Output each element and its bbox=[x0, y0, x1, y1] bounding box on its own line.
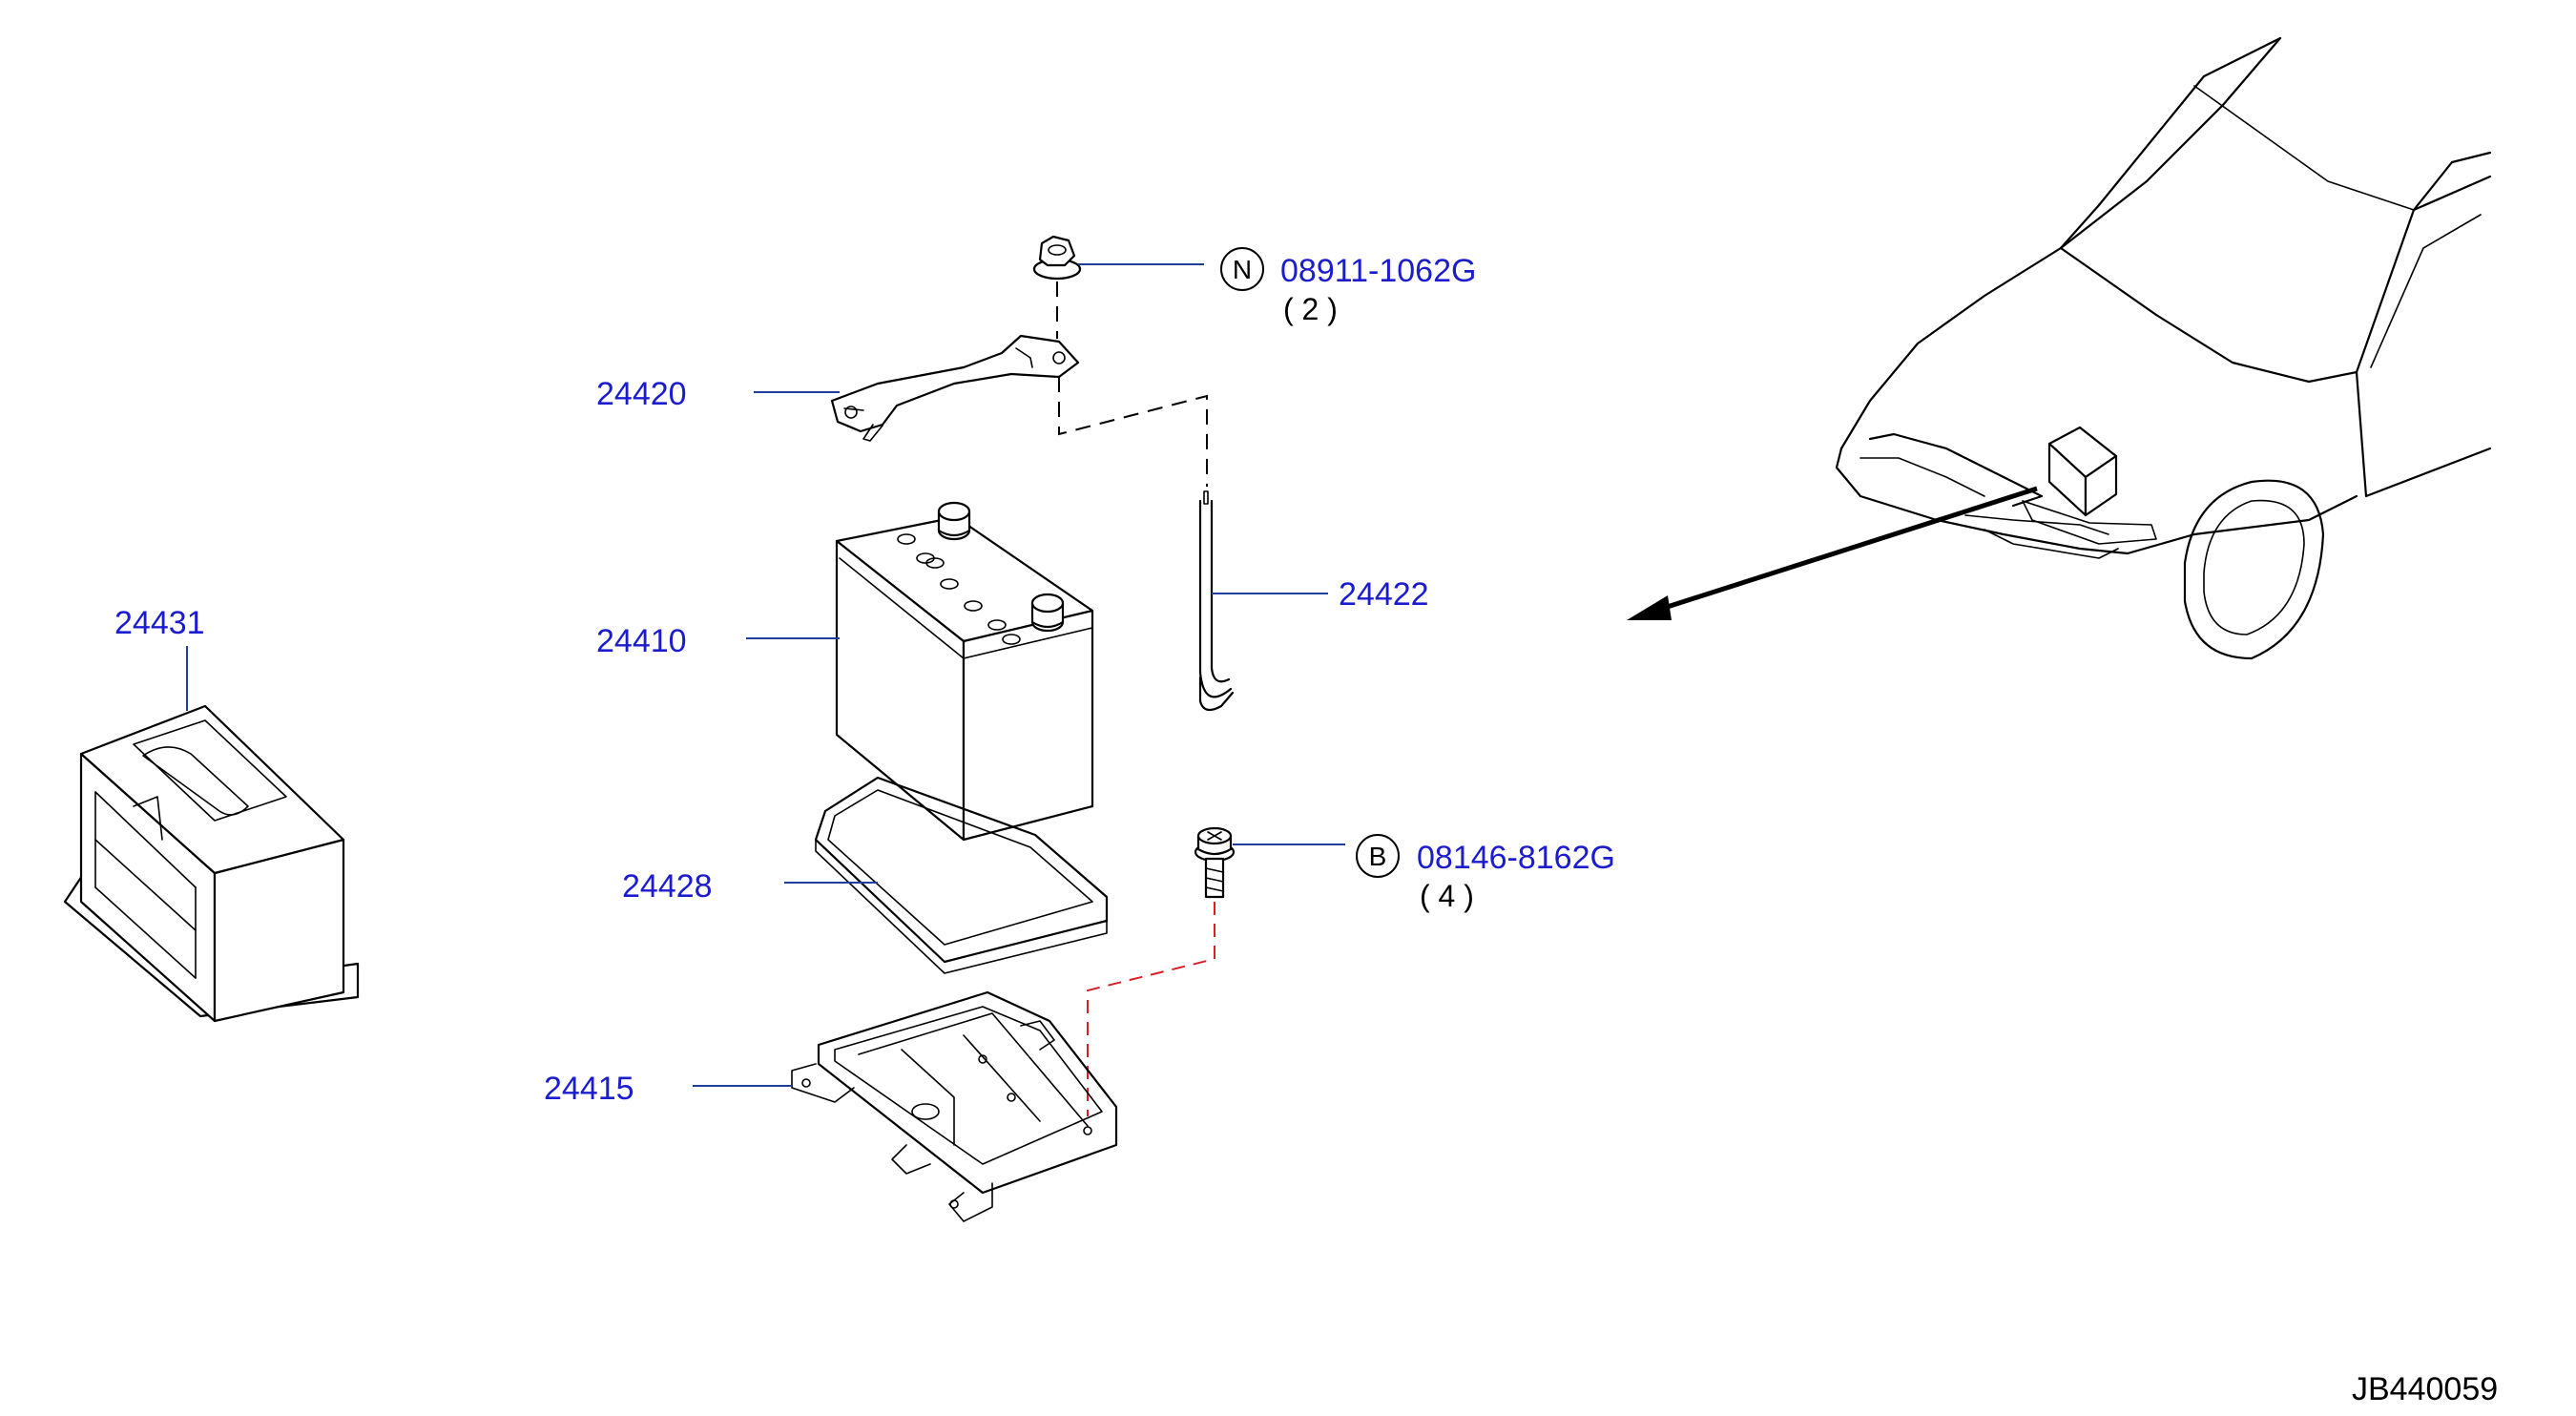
nut-symbol-badge bbox=[1220, 247, 1264, 291]
nut-part-number: 08911-1062G bbox=[1280, 253, 1476, 289]
hook-rod-24422 bbox=[1198, 490, 1235, 712]
assembly-line-bolt bbox=[1087, 902, 1215, 1116]
label-24410: 24410 bbox=[596, 623, 687, 659]
bolt-symbol: B bbox=[1369, 842, 1387, 871]
battery-terminal-negative bbox=[937, 501, 971, 541]
battery-tray-24415 bbox=[791, 990, 1118, 1222]
bolt-quantity: ( 4 ) bbox=[1420, 879, 1474, 913]
label-24422: 24422 bbox=[1339, 576, 1429, 613]
battery-24410 bbox=[835, 501, 1094, 842]
battery-cover-24431 bbox=[63, 704, 360, 1023]
assembly-line-hook bbox=[1058, 377, 1208, 487]
label-24431: 24431 bbox=[114, 605, 205, 641]
label-24415: 24415 bbox=[544, 1071, 634, 1107]
bolt-part-number: 08146-8162G bbox=[1417, 840, 1615, 876]
diagram-code: JB440059 bbox=[2352, 1371, 2498, 1407]
location-arrow bbox=[1627, 486, 2038, 620]
clamp-bracket-24420 bbox=[830, 334, 1080, 442]
vehicle-location-sketch bbox=[1835, 36, 2492, 660]
nut-symbol: N bbox=[1233, 255, 1252, 284]
flange-bolt bbox=[1194, 826, 1236, 899]
label-24428: 24428 bbox=[622, 868, 713, 905]
flange-nut bbox=[1032, 235, 1082, 281]
label-24420: 24420 bbox=[596, 376, 687, 412]
bolt-symbol-badge bbox=[1356, 834, 1400, 878]
nut-quantity: ( 2 ) bbox=[1283, 292, 1338, 326]
battery-location-box bbox=[2047, 426, 2118, 517]
battery-frame-24428 bbox=[814, 776, 1109, 974]
battery-terminal-positive bbox=[1030, 593, 1065, 633]
